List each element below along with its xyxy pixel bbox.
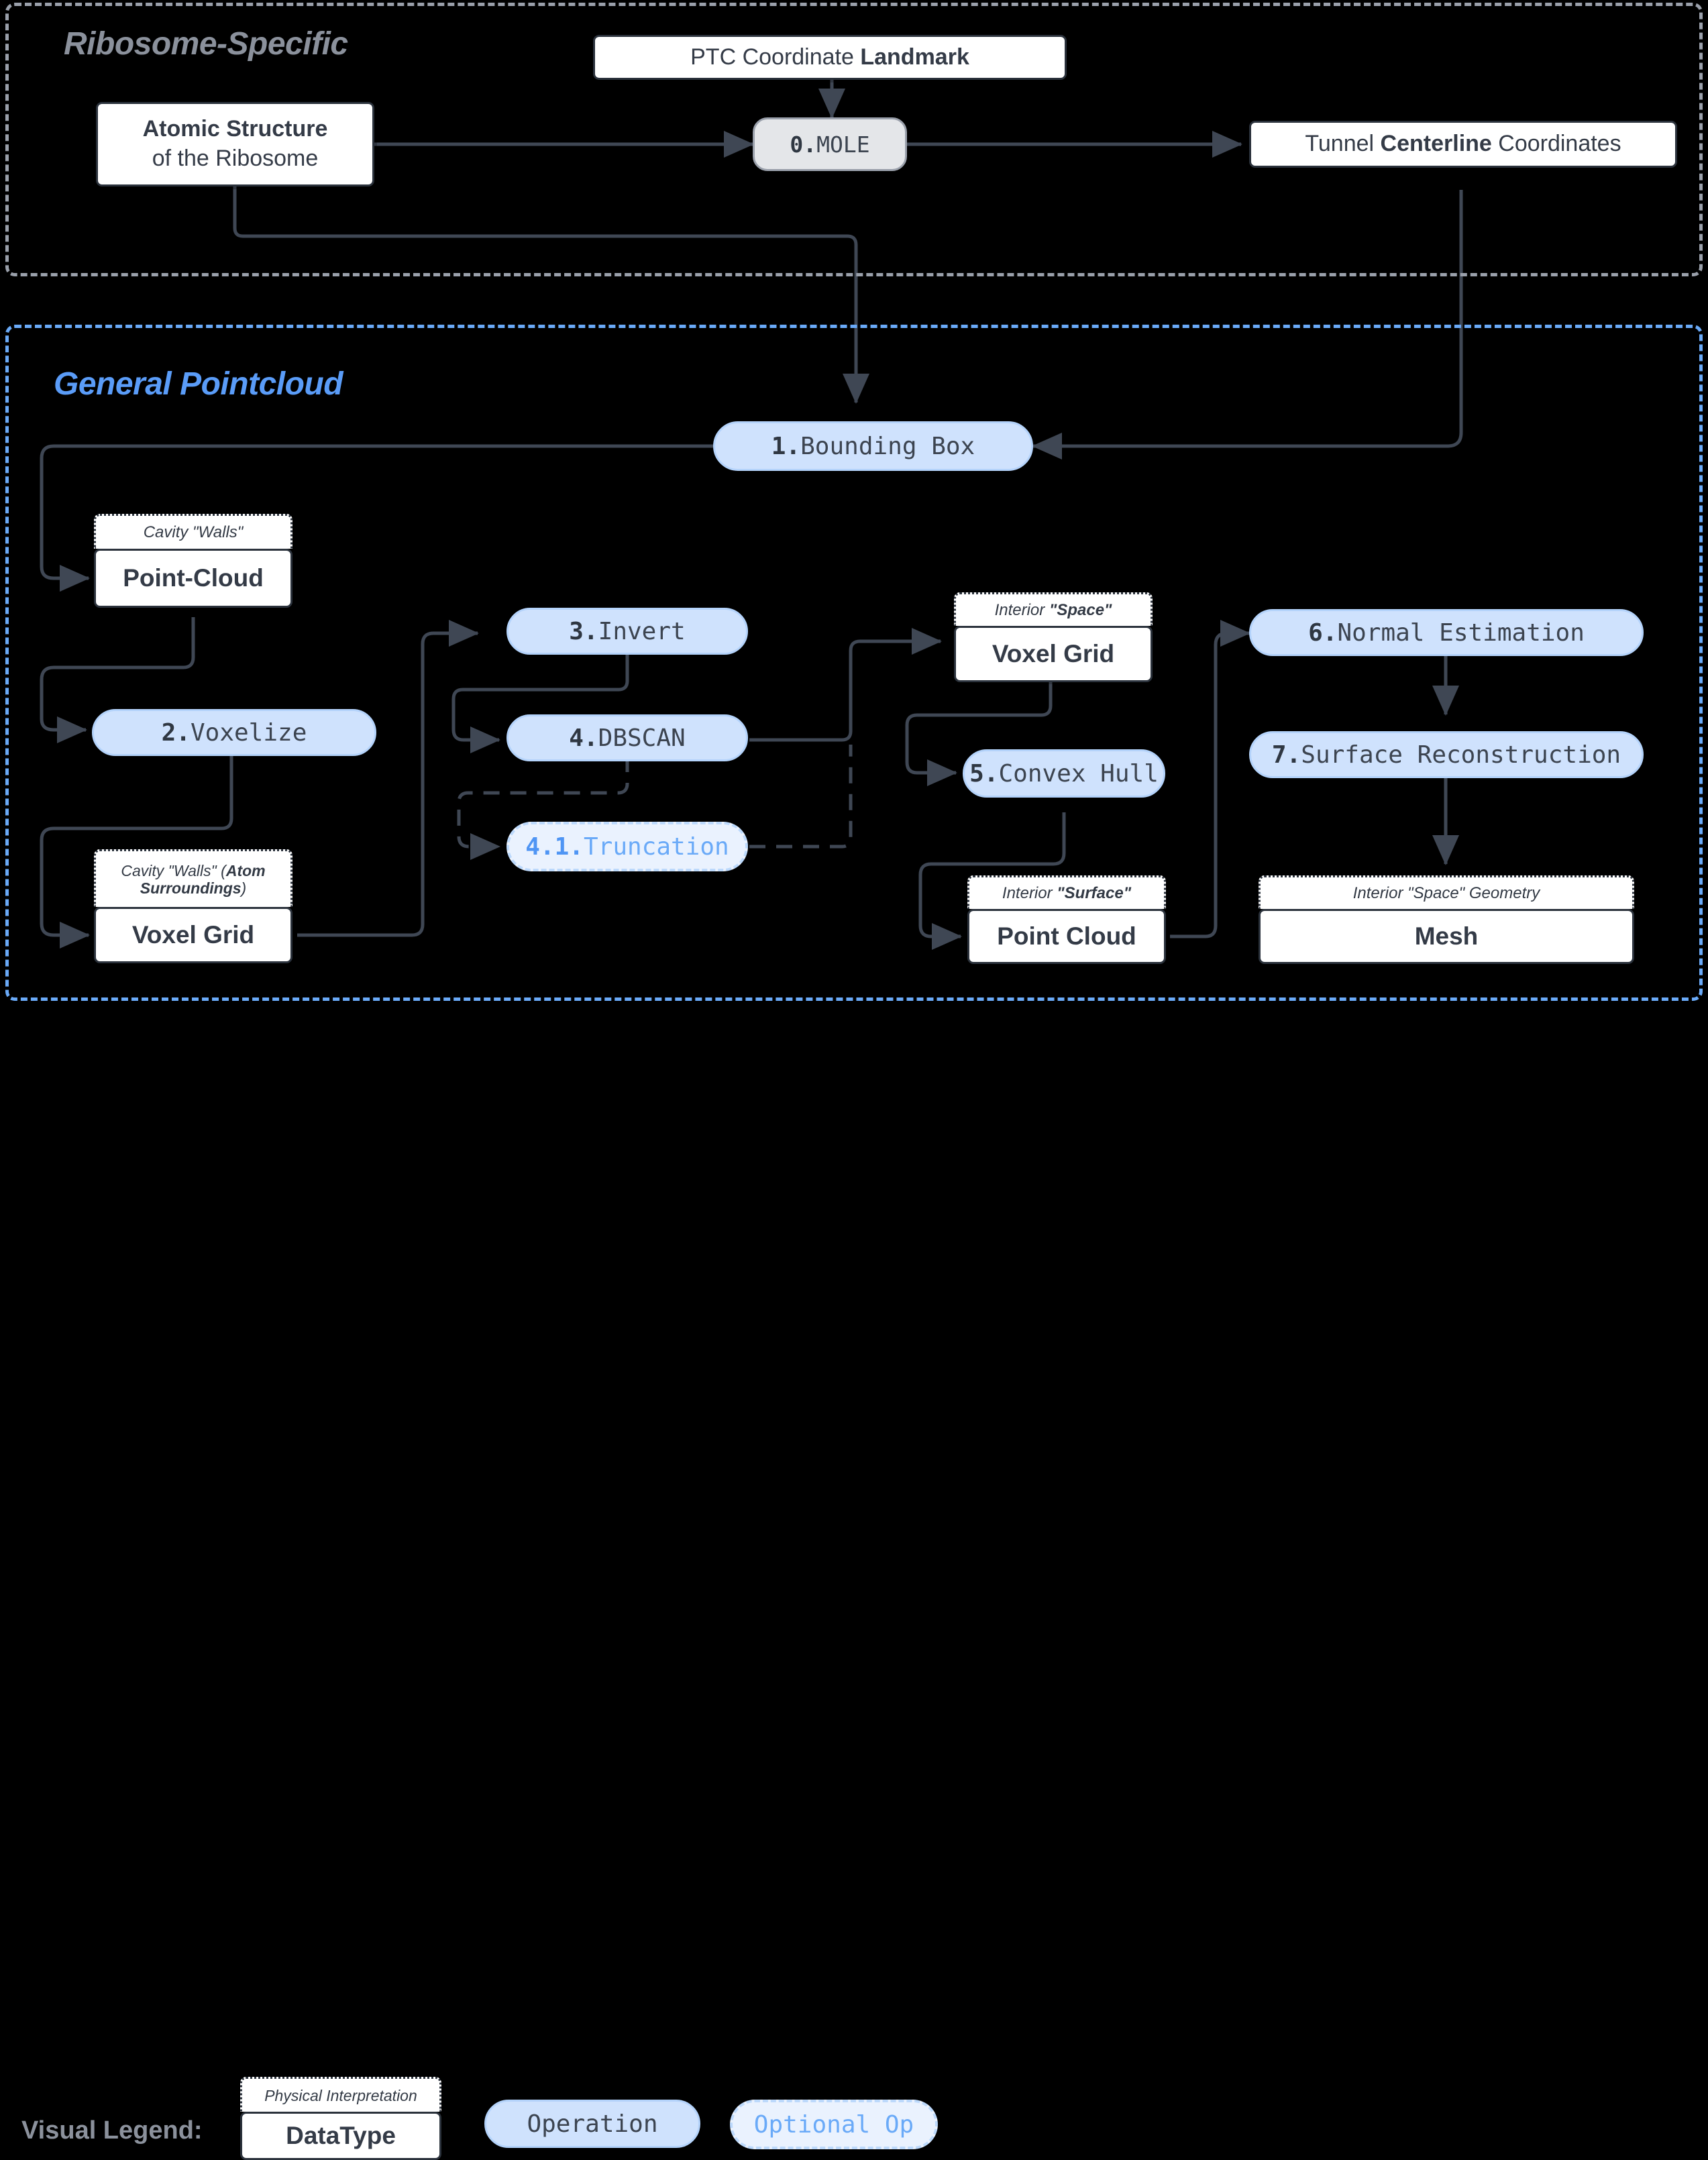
container-ribosome-specific bbox=[5, 3, 1703, 276]
bbox-num: 1. bbox=[771, 432, 801, 460]
node-datatype-voxelgrid-walls: Cavity "Walls" (Atom Surroundings) Voxel… bbox=[94, 849, 292, 963]
vgs-tab-pre: Interior bbox=[994, 601, 1049, 620]
node-op-mole[interactable]: 0.MOLE bbox=[753, 117, 907, 171]
pointcloud-walls-tab: Cavity "Walls" bbox=[94, 514, 292, 549]
node-op-invert[interactable]: 3.Invert bbox=[506, 608, 748, 655]
normal-name: Normal Estimation bbox=[1337, 618, 1585, 647]
legend-datatype-tab: Physical Interpretation bbox=[240, 2077, 441, 2112]
pointcloud-surface-body: Point Cloud bbox=[967, 909, 1166, 964]
ptc-label-pre: PTC Coordinate bbox=[690, 44, 861, 70]
convexhull-name: Convex Hull bbox=[998, 759, 1159, 788]
voxelgrid-walls-tab: Cavity "Walls" (Atom Surroundings) bbox=[94, 849, 292, 907]
dbscan-num: 4. bbox=[569, 724, 598, 752]
mole-num: 0. bbox=[790, 131, 817, 158]
node-op-convex-hull[interactable]: 5.Convex Hull bbox=[963, 749, 1165, 798]
container-title-general-pointcloud: General Pointcloud bbox=[54, 366, 343, 402]
node-atomic-structure: Atomic Structure of the Ribosome bbox=[96, 102, 374, 186]
diagram-canvas: Ribosome-Specific PTC Coordinate Landmar… bbox=[0, 3, 1708, 2160]
node-tunnel-centerline-coordinates: Tunnel Centerline Coordinates bbox=[1249, 121, 1677, 168]
legend-datatype-tab-label: Physical Interpretation bbox=[264, 2086, 417, 2104]
voxelgrid-space-tab: Interior "Space" bbox=[954, 592, 1153, 626]
atomic-structure-line2: of the Ribosome bbox=[152, 146, 319, 171]
legend-datatype-sample: Physical Interpretation DataType bbox=[240, 2077, 441, 2160]
mesh-tab-label: Interior "Space" Geometry bbox=[1352, 884, 1540, 903]
centerline-bold: Centerline bbox=[1380, 131, 1492, 157]
invert-name: Invert bbox=[598, 617, 686, 645]
node-datatype-mesh: Interior "Space" Geometry Mesh bbox=[1259, 875, 1634, 964]
legend-title: Visual Legend: bbox=[21, 2116, 203, 2145]
mole-name: MOLE bbox=[816, 131, 870, 158]
pointcloud-walls-body: Point-Cloud bbox=[94, 549, 292, 608]
mesh-tab: Interior "Space" Geometry bbox=[1259, 875, 1634, 909]
node-datatype-voxelgrid-space: Interior "Space" Voxel Grid bbox=[954, 592, 1153, 682]
bbox-name: Bounding Box bbox=[800, 432, 975, 460]
node-op-normal-estimation[interactable]: 6.Normal Estimation bbox=[1249, 609, 1644, 656]
vgw-tab-bold: Atom Surroundings bbox=[140, 861, 266, 897]
voxelgrid-walls-body: Voxel Grid bbox=[94, 907, 292, 963]
mesh-body: Mesh bbox=[1259, 909, 1634, 964]
node-op-truncation[interactable]: 4.1.Truncation bbox=[506, 822, 748, 871]
voxelize-name: Voxelize bbox=[190, 718, 307, 747]
pointcloud-surface-tab: Interior "Surface" bbox=[967, 875, 1166, 909]
visual-legend: Visual Legend: Physical Interpretation D… bbox=[0, 1026, 1708, 2160]
container-title-ribosome-specific: Ribosome-Specific bbox=[64, 26, 348, 62]
normal-num: 6. bbox=[1308, 618, 1338, 647]
node-op-bounding-box[interactable]: 1.Bounding Box bbox=[713, 421, 1033, 471]
centerline-post: Coordinates bbox=[1491, 131, 1621, 157]
node-datatype-pointcloud-walls: Cavity "Walls" Point-Cloud bbox=[94, 514, 292, 608]
container-general-pointcloud bbox=[5, 325, 1703, 1001]
vgw-tab-post: ) bbox=[241, 879, 247, 897]
atomic-structure-line1: Atomic Structure bbox=[142, 116, 328, 142]
node-op-voxelize[interactable]: 2.Voxelize bbox=[92, 709, 376, 756]
legend-operation-sample: Operation bbox=[484, 2100, 700, 2148]
node-op-surface-reconstruction[interactable]: 7.Surface Reconstruction bbox=[1249, 731, 1644, 778]
surface-name: Surface Reconstruction bbox=[1301, 741, 1621, 769]
pcs-tab-pre: Interior bbox=[1002, 884, 1057, 903]
pcw-tab-pre: Cavity "Walls" bbox=[143, 523, 244, 542]
legend-optional-sample: Optional Op bbox=[730, 2100, 938, 2149]
convexhull-num: 5. bbox=[969, 759, 999, 788]
node-datatype-pointcloud-surface: Interior "Surface" Point Cloud bbox=[967, 875, 1166, 964]
invert-num: 3. bbox=[569, 617, 598, 645]
voxelize-num: 2. bbox=[161, 718, 191, 747]
voxelgrid-space-body: Voxel Grid bbox=[954, 626, 1153, 682]
centerline-pre: Tunnel bbox=[1305, 131, 1381, 157]
truncation-name: Truncation bbox=[583, 832, 729, 861]
pcs-tab-bold: "Surface" bbox=[1057, 884, 1132, 903]
dbscan-name: DBSCAN bbox=[598, 724, 686, 752]
vgw-tab-pre: Cavity "Walls" ( bbox=[121, 861, 226, 879]
legend-optional-label: Optional Op bbox=[753, 2110, 914, 2139]
truncation-num: 4.1. bbox=[525, 832, 584, 861]
vgs-tab-bold: "Space" bbox=[1049, 601, 1112, 620]
ptc-label-bold: Landmark bbox=[860, 44, 969, 70]
surface-num: 7. bbox=[1271, 741, 1301, 769]
legend-operation-label: Operation bbox=[527, 2110, 658, 2138]
node-ptc-coordinate-landmark: PTC Coordinate Landmark bbox=[593, 35, 1067, 80]
node-op-dbscan[interactable]: 4.DBSCAN bbox=[506, 714, 748, 761]
legend-datatype-body: DataType bbox=[240, 2112, 441, 2160]
